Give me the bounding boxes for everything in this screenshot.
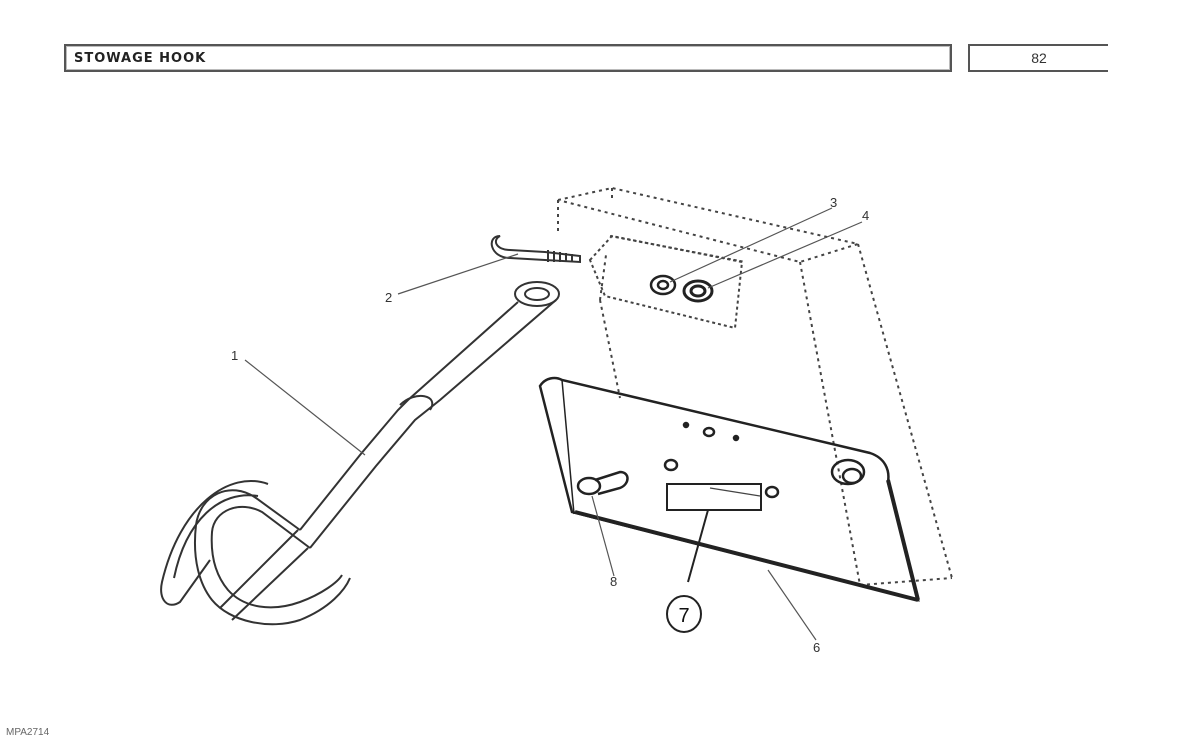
callout-3: 3 [830, 195, 837, 210]
callout-8: 8 [610, 574, 617, 589]
page-number-box: 82 [968, 44, 1108, 72]
page-number: 82 [1031, 50, 1047, 66]
page-title: STOWAGE HOOK [74, 50, 207, 66]
drawing-code: MPA2714 [6, 727, 50, 738]
callout-7-bubble: 7 [666, 595, 702, 633]
callout-1: 1 [231, 348, 238, 363]
main-plate [538, 376, 920, 602]
eye-bolt [490, 235, 581, 264]
leader-lines [244, 207, 863, 641]
mounting-bracket-outline [557, 186, 953, 586]
callout-7: 7 [678, 605, 689, 627]
callout-4: 4 [862, 208, 869, 223]
washer [649, 274, 677, 296]
stowage-hook [160, 281, 560, 626]
nut [682, 279, 714, 303]
title-box: STOWAGE HOOK [64, 44, 952, 72]
callout-2: 2 [385, 290, 392, 305]
screw [576, 470, 629, 496]
callout-6: 6 [813, 640, 820, 655]
